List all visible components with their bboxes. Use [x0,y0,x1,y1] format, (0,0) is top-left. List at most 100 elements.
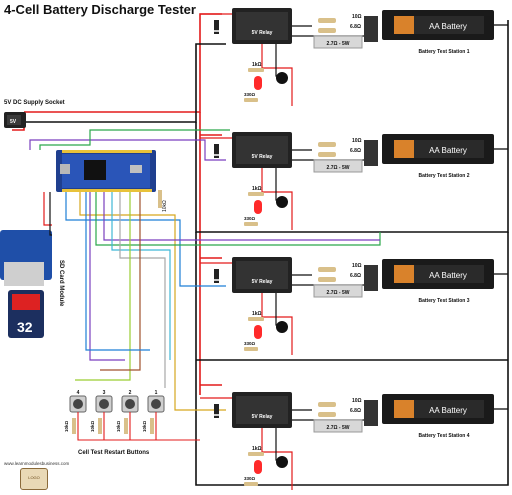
terminal-block [364,140,378,166]
power-resistor [313,284,363,298]
pulldown-resistor-label: 10kΩ [116,420,121,432]
flyback-diode [214,144,219,158]
buttons-label: Cell Test Restart Buttons [78,450,150,456]
terminal-block [364,400,378,426]
gnd-rail [24,43,226,123]
page-title: 4-Cell Battery Discharge Tester [4,2,196,17]
restart-button-3: 3 10kΩ [90,390,200,441]
r1-label: 10Ω [352,398,362,404]
flyback-diode [214,20,219,34]
base-resistor [248,68,264,72]
station-label: Battery Test Station 3 [418,298,469,304]
arduino-pins-top [62,150,152,192]
r2-label: 6.8Ω [350,24,361,30]
battery-cell [414,400,484,418]
status-led [254,200,262,214]
gnd-trunk [195,20,509,233]
pulldown-resistor-label: 10kΩ [142,420,147,432]
supply-label: 5V DC Supply Socket [4,100,65,106]
flyback-diode [214,269,219,283]
led-resistor-label: 330Ω [244,476,256,481]
power-resistor [313,35,363,49]
power-resistor [313,419,363,433]
relay-label: 5V Relay [252,279,273,285]
site-logo: LOGO [20,468,48,490]
resistor-10ohm [318,18,336,23]
base-resistor-label: 1kΩ [252,186,262,192]
transistor [276,72,288,84]
base-resistor [248,452,264,456]
r1-label: 10Ω [352,263,362,269]
arduino-resistor: 10kΩ [158,190,168,212]
terminal-block [364,16,378,42]
pulldown-resistor [72,418,76,434]
led-resistor [244,482,258,486]
battery-cap [394,265,414,283]
resistor-6-8ohm [318,28,336,33]
power-rails [12,13,509,486]
signal-wires [29,129,381,411]
status-led [254,460,262,474]
relay-label: 5V Relay [252,30,273,36]
button-number: 1 [155,390,158,396]
power-resistor-label: 2.7Ω - 5W [327,290,350,296]
pulldown-resistor-label: 10kΩ [90,420,95,432]
led-resistor-label: 330Ω [244,341,256,346]
terminal-block [364,265,378,291]
power-resistor-label: 2.7Ω - 5W [327,425,350,431]
r2-label: 6.8Ω [350,408,361,414]
led-resistor-label: 330Ω [244,92,256,97]
socket-label: 5V [10,119,17,125]
station-3: 5V Relay 10Ω 6.8Ω 2.7Ω - 5W AA BatteryBatter… [200,257,508,355]
battery-cap [394,16,414,34]
logo-text: LOGO [28,475,40,480]
vcc-rail [24,13,222,113]
base-resistor-label: 1kΩ [252,62,262,68]
power-resistor-label: 2.7Ω - 5W [327,41,350,47]
button-number: 4 [77,390,80,396]
base-resistor [248,192,264,196]
power-resistor [313,159,363,173]
relay-label: 5V Relay [252,154,273,160]
flyback-diode [214,404,219,418]
base-resistor [248,317,264,321]
resistor-6-8ohm [318,152,336,157]
led-resistor [244,222,258,226]
battery-cell [414,16,484,34]
resistor-10ohm [318,267,336,272]
resistor-10ohm [318,402,336,407]
r2-label: 6.8Ω [350,148,361,154]
battery-label: AA Battery [429,146,467,155]
sd-card-capacity: 32 [17,319,33,335]
transistor [276,456,288,468]
battery-cap [394,400,414,418]
station-label: Battery Test Station 4 [418,433,469,439]
status-led [254,76,262,90]
resistor-10ohm [318,142,336,147]
battery-cap [394,140,414,158]
station-label: Battery Test Station 2 [418,173,469,179]
sd-module-label: SD Card Module [58,260,64,307]
base-resistor-label: 1kΩ [252,446,262,452]
pulldown-resistor [98,418,102,434]
pulldown-resistor [150,418,154,434]
sd-card-module: 32 [0,230,52,338]
status-led [254,325,262,339]
r2-label: 6.8Ω [350,273,361,279]
led-resistor [244,98,258,102]
relay-label: 5V Relay [252,414,273,420]
station-label: Battery Test Station 1 [418,49,469,55]
resistor-6-8ohm [318,412,336,417]
battery-cell [414,140,484,158]
led-resistor-label: 330Ω [244,216,256,221]
power-resistor-label: 2.7Ω - 5W [327,165,350,171]
restart-button-1: 1 10kΩ [142,390,200,441]
button-number: 3 [103,390,106,396]
pulldown-resistor-label: 10kΩ [64,420,69,432]
base-resistor-label: 1kΩ [252,311,262,317]
battery-label: AA Battery [429,271,467,280]
resistor-6-8ohm [318,277,336,282]
